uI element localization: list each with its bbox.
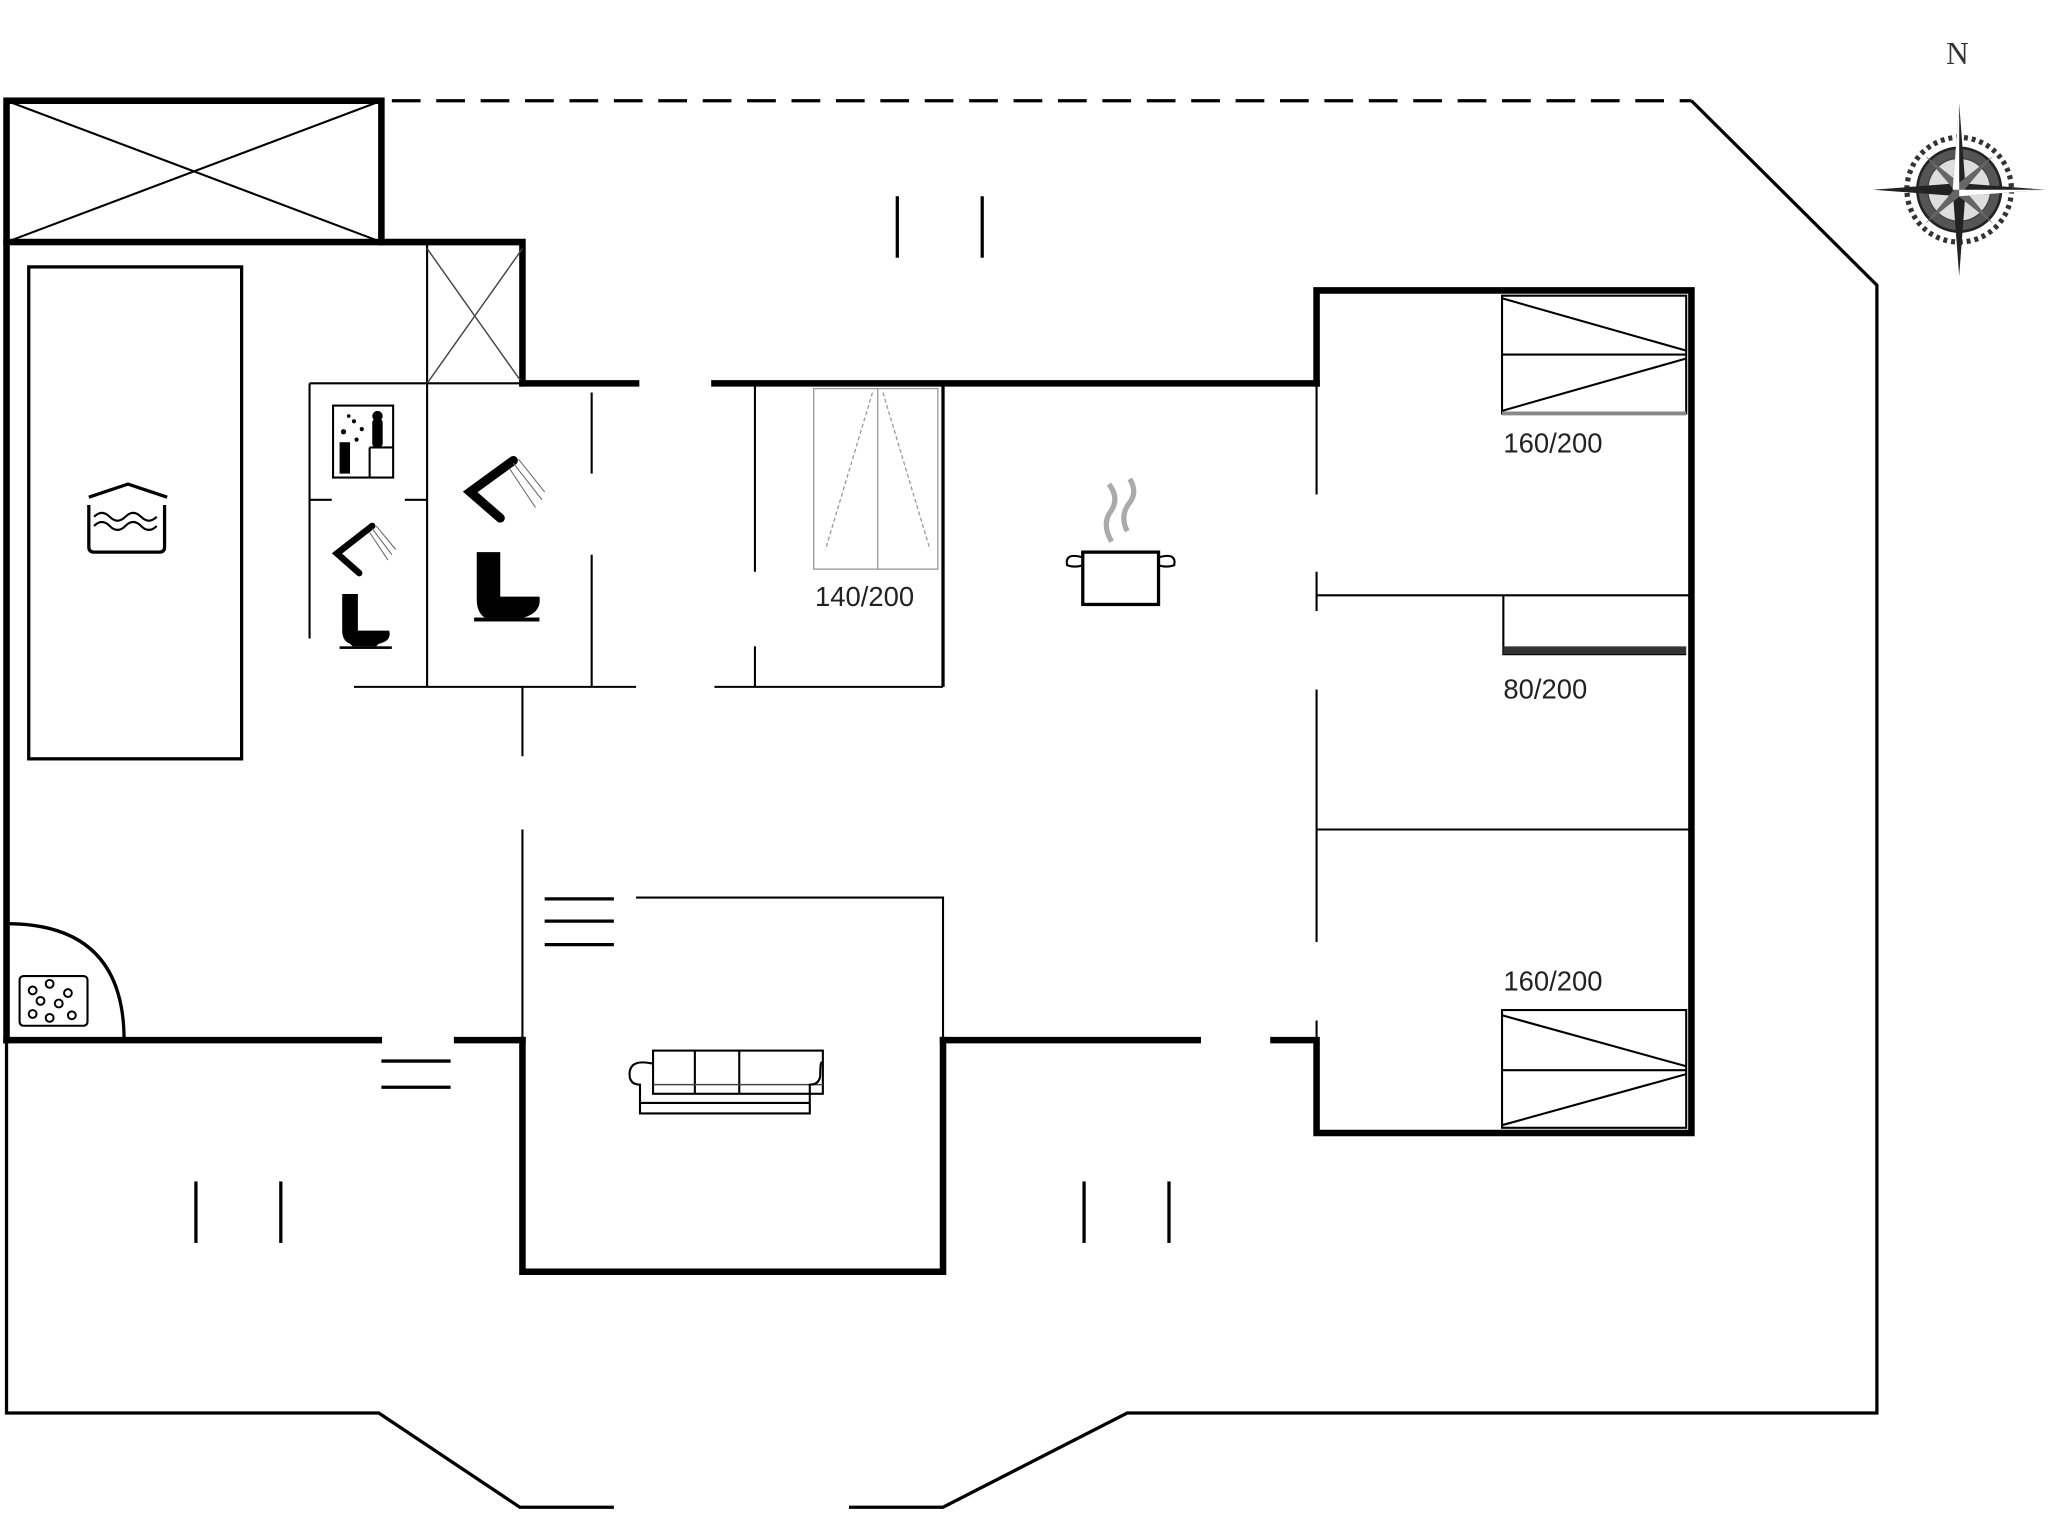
north-label: N: [1946, 36, 1969, 71]
bed-160-200-bottom: 160/200: [1500, 965, 1688, 1129]
shower-icon: [331, 522, 397, 577]
bed-size-label: 160/200: [1503, 428, 1602, 459]
sofa-icon: [628, 1049, 824, 1115]
bed-size-label: 160/200: [1503, 965, 1602, 996]
interior-walls: [27, 265, 1692, 1041]
cooking-pot-icon: [1065, 477, 1176, 607]
bed-80-200: 80/200: [1502, 595, 1687, 705]
toilet-icon: [474, 552, 540, 622]
step-markers: [194, 196, 1171, 1243]
bed-160-200-top: 160/200: [1500, 294, 1688, 459]
terrace-outline: [4, 99, 1879, 1509]
compass-rose: N: [1872, 36, 2046, 277]
sauna-icon: [332, 404, 395, 479]
whirlpool-icon: [6, 922, 126, 1041]
shower-icon: [462, 455, 546, 523]
indoor-pool-icon: [87, 482, 168, 554]
toilet-icon: [339, 593, 392, 649]
bed-140-200: 140/200: [813, 387, 939, 612]
bed-size-label: 80/200: [1503, 674, 1587, 705]
bed-size-label: 140/200: [815, 581, 914, 612]
